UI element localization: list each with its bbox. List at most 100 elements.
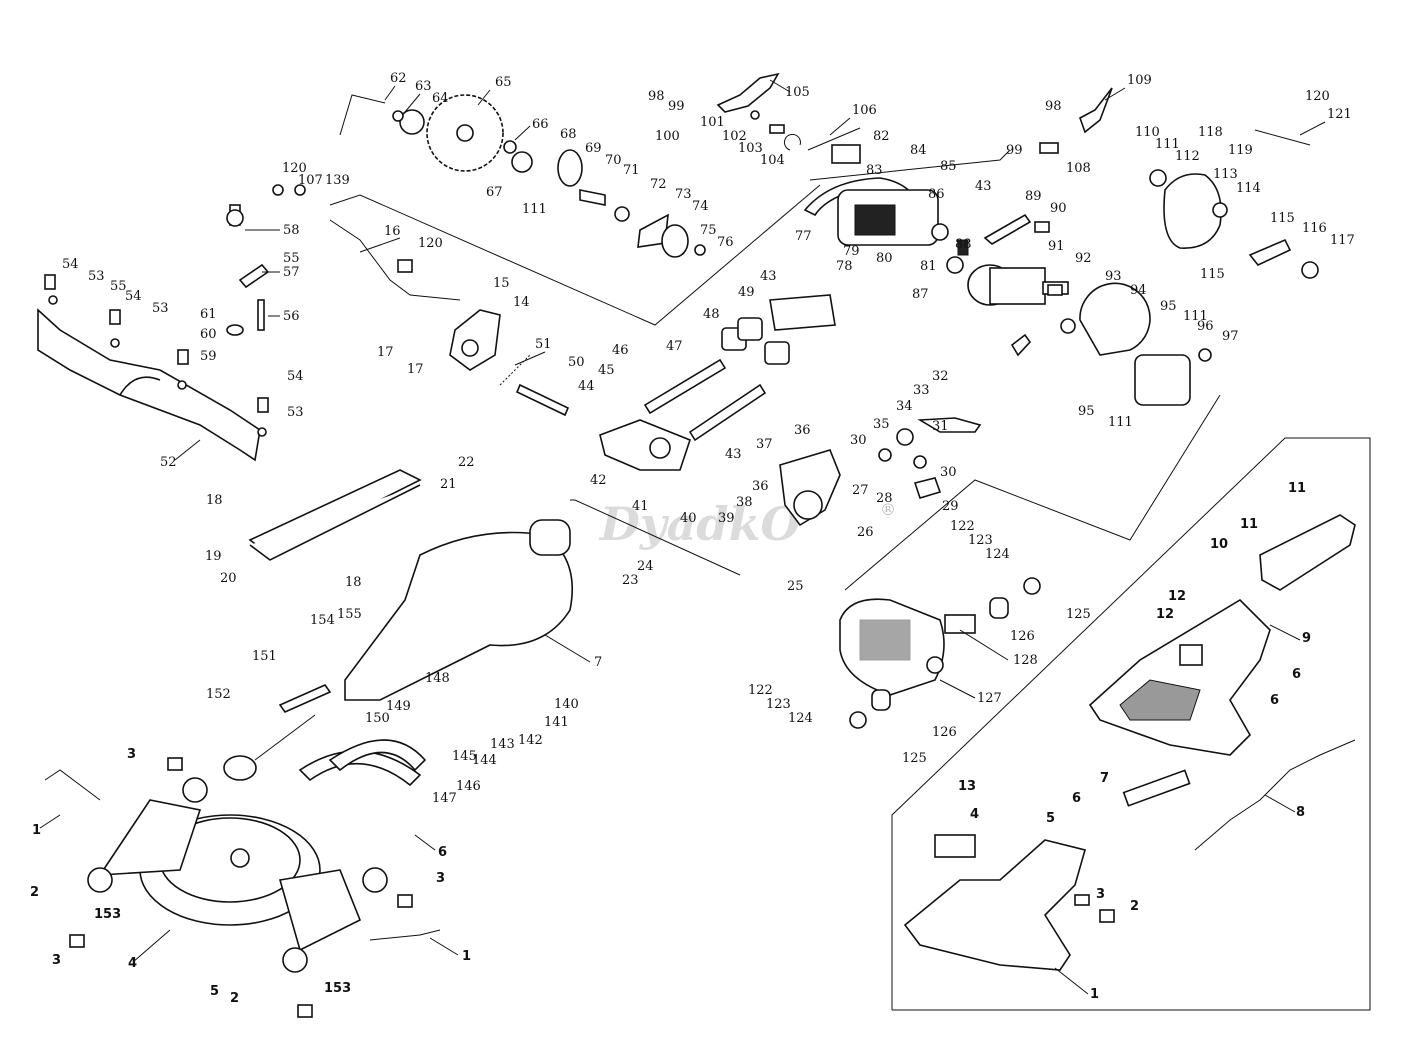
callout-113: 113 (1213, 167, 1238, 182)
callout-143: 143 (490, 737, 515, 752)
lever-parts-top (716, 72, 861, 151)
callout-43-c: 43 (725, 447, 742, 462)
callout-26: 26 (857, 525, 874, 540)
callout-36-b: 36 (752, 479, 769, 494)
callout-119: 119 (1228, 143, 1253, 158)
callout-1-b: 1 (462, 949, 471, 964)
inset-callout-6-c: 6 (1072, 791, 1081, 806)
miter-table (87, 777, 388, 973)
callout-111-d: 111 (1155, 137, 1180, 152)
inset-callout-4: 4 (970, 807, 979, 822)
callout-99-a: 99 (668, 99, 685, 114)
hex-key (339, 94, 386, 136)
callout-39: 39 (718, 511, 735, 526)
callout-73: 73 (675, 187, 692, 202)
callout-33: 33 (913, 383, 930, 398)
callout-153-a: 153 (94, 907, 121, 922)
callout-79: 79 (843, 244, 860, 259)
callout-29: 29 (942, 499, 959, 514)
callout-30-b: 30 (940, 465, 957, 480)
callout-43-b: 43 (760, 269, 777, 284)
callout-46: 46 (612, 343, 629, 358)
callout-27: 27 (852, 483, 869, 498)
callout-81: 81 (920, 259, 937, 274)
callout-128: 128 (1013, 653, 1038, 668)
callout-72: 72 (650, 177, 667, 192)
callout-118: 118 (1198, 125, 1223, 140)
callout-99-b: 99 (1006, 143, 1023, 158)
callout-50: 50 (568, 355, 585, 370)
callout-53-b: 53 (152, 301, 169, 316)
callout-86: 86 (928, 187, 945, 202)
watermark-text: DyadkO (598, 497, 801, 551)
callout-155: 155 (337, 607, 362, 622)
callout-83: 83 (866, 163, 883, 178)
callout-106: 106 (852, 103, 877, 118)
handle-parts-right (1039, 87, 1319, 279)
callout-54-a: 54 (62, 257, 79, 272)
callout-108: 108 (1066, 161, 1091, 176)
inset-callout-6-a: 6 (1292, 667, 1301, 682)
brush-parts (983, 213, 1050, 245)
bevel-lock-lever (878, 417, 982, 499)
callout-40: 40 (680, 511, 697, 526)
callout-121: 121 (1327, 107, 1352, 122)
callout-139: 139 (325, 173, 350, 188)
callout-16: 16 (384, 224, 401, 239)
callout-15: 15 (493, 276, 510, 291)
callout-124-a: 124 (788, 711, 813, 726)
callout-153-b: 153 (324, 981, 351, 996)
callout-109: 109 (1127, 73, 1152, 88)
callout-150: 150 (365, 711, 390, 726)
callout-36-a: 36 (794, 423, 811, 438)
callout-2-b: 2 (230, 991, 239, 1006)
callout-55-a: 55 (283, 251, 300, 266)
leader-lines (39, 79, 1326, 995)
callout-100: 100 (655, 129, 680, 144)
callout-44: 44 (578, 379, 595, 394)
bevel-bracket (779, 449, 841, 527)
blade-guard-top (803, 144, 949, 246)
callout-154: 154 (310, 613, 335, 628)
callout-34: 34 (896, 399, 913, 414)
motor-cover (839, 577, 1041, 729)
callout-127: 127 (977, 691, 1002, 706)
flange-parts (392, 109, 706, 258)
callout-92: 92 (1075, 251, 1092, 266)
callout-115-a: 115 (1270, 211, 1295, 226)
callout-102: 102 (722, 129, 747, 144)
callout-69: 69 (585, 141, 602, 156)
callout-19: 19 (205, 549, 222, 564)
callout-147: 147 (432, 791, 457, 806)
callout-122-a: 122 (748, 683, 773, 698)
handle-grip (223, 684, 332, 781)
callout-57: 57 (283, 265, 300, 280)
callout-98-a: 98 (648, 89, 665, 104)
callout-66: 66 (532, 117, 549, 132)
kerf-plates (298, 739, 427, 787)
callout-97: 97 (1222, 329, 1239, 344)
callout-17-b: 17 (407, 362, 424, 377)
callout-96: 96 (1197, 319, 1214, 334)
callout-148: 148 (425, 671, 450, 686)
callout-47: 47 (666, 339, 683, 354)
inset-callout-10: 10 (1210, 537, 1228, 552)
callout-67: 67 (486, 185, 503, 200)
callout-98-b: 98 (1045, 99, 1062, 114)
callout-24: 24 (637, 559, 654, 574)
callout-110: 110 (1135, 125, 1160, 140)
callout-54-c: 54 (287, 369, 304, 384)
callout-6: 6 (438, 845, 447, 860)
callout-91: 91 (1048, 239, 1065, 254)
callout-140: 140 (554, 697, 579, 712)
inset-callout-11-b: 11 (1240, 517, 1258, 532)
inset-callout-6-b: 6 (1270, 693, 1279, 708)
pivot-bracket (449, 309, 501, 371)
callout-23: 23 (622, 573, 639, 588)
motor-housing-rear (1060, 282, 1212, 406)
callout-88: 88 (955, 237, 972, 252)
callout-18-a: 18 (206, 493, 223, 508)
callout-144: 144 (472, 753, 497, 768)
inset-handle-frame (1088, 598, 1271, 756)
callout-20: 20 (220, 571, 237, 586)
